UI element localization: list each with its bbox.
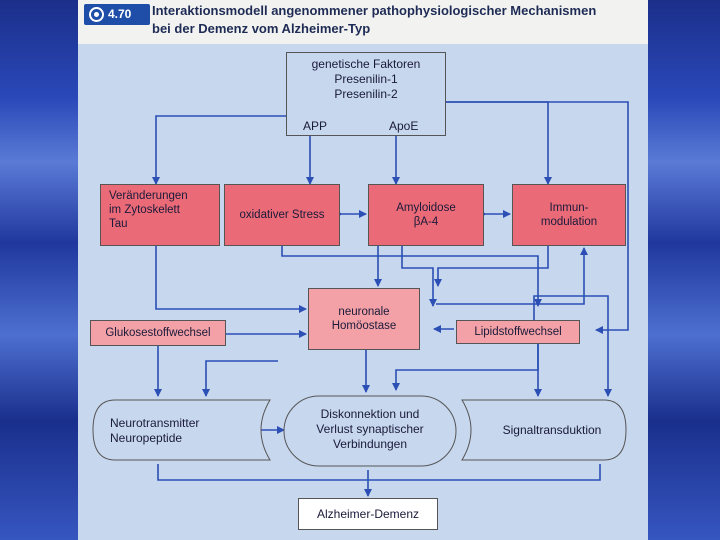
figure-page: 4.70 Interaktionsmodell angenommener pat… (78, 0, 648, 540)
connector-arrows (92, 101, 629, 497)
diskonnektion-line2: Verlust synaptischer (316, 422, 424, 436)
figure-header: 4.70 Interaktionsmodell angenommener pat… (78, 0, 648, 44)
immun-line1: Immun- (549, 202, 589, 214)
zytoskelett-line1: Veränderungen (109, 190, 188, 202)
glukose-box: Glukosestoffwechsel (90, 320, 226, 346)
zytoskelett-line2: im Zytoskelett (109, 204, 180, 216)
demenz-label: Alzheimer-Demenz (316, 507, 420, 521)
glukose-label: Glukosestoffwechsel (105, 327, 211, 339)
arrow-lipid-signal (533, 295, 612, 397)
connector-bottom-bar (157, 464, 601, 481)
arrow-homoeostase-immun (436, 247, 588, 305)
diagram-panel: genetische Faktoren Presenilin-1 Preseni… (78, 44, 648, 540)
lipid-box: Lipidstoffwechsel (456, 320, 580, 344)
neurotransmitter-line1: Neurotransmitter (110, 416, 200, 430)
alzheimer-demenz-box: Alzheimer-Demenz (298, 498, 438, 530)
figure-number: 4.70 (108, 7, 132, 21)
signal-shape (461, 399, 627, 461)
genetic-line1: genetische Faktoren (311, 57, 421, 71)
signal-label: Signaltransduktion (502, 423, 602, 437)
arrow-oxidativ-lipid (281, 246, 542, 307)
genetic-line2: Presenilin-1 (334, 72, 398, 86)
arrow-homoeostase-neurotransmitter (202, 360, 278, 397)
lipid-label: Lipidstoffwechsel (474, 326, 562, 338)
figure-title-line2: bei der Demenz vom Alzheimer-Typ (152, 21, 371, 36)
arrow-immun-homoeostase (434, 246, 549, 287)
oxidativ-box: oxidativer Stress (224, 184, 340, 246)
homoeostase-line1: neuronale (338, 306, 390, 318)
diskonnektion-line1: Diskonnektion und (320, 407, 420, 421)
zytoskelett-box: Veränderungen im Zytoskelett Tau (100, 184, 220, 246)
diskonnektion-shape (283, 395, 457, 467)
homoeostase-box: neuronale Homöostase (308, 288, 420, 350)
neurotransmitter-shape (92, 399, 271, 461)
figure-badge: 4.70 (84, 4, 150, 25)
zytoskelett-line3: Tau (109, 218, 128, 230)
arrow-genetic-zytoskelett (152, 115, 286, 185)
figure-title-line1: Interaktionsmodell angenommener pathophy… (152, 3, 597, 18)
amyloidose-box: Amyloidose βA-4 (368, 184, 484, 246)
neurotransmitter-line2: Neuropeptide (110, 431, 183, 445)
arrow-genetic-immun (446, 101, 552, 185)
oxidativ-label: oxidativer Stress (239, 209, 325, 221)
homoeostase-line2: Homöostase (331, 320, 397, 332)
immunmodulation-box: Immun- modulation (512, 184, 626, 246)
genetic-line3: Presenilin-2 (334, 87, 398, 101)
diskonnektion-line3: Verbindungen (332, 437, 408, 451)
genetic-app: APP (303, 119, 328, 133)
genetic-apoe: ApoE (389, 119, 419, 133)
amyloidose-line1: Amyloidose (396, 202, 456, 214)
amyloidose-line2: βA-4 (413, 216, 439, 228)
arrow-zytoskelett-homoeostase (155, 246, 307, 313)
signal-text: Signaltransduktion (482, 423, 622, 438)
arrow-lipid-diskonnektion (392, 344, 539, 391)
arrow-amyloidose-lipid (401, 246, 437, 307)
immun-line2: modulation (540, 216, 598, 228)
diskonnektion-text: Diskonnektion und Verlust synaptischer V… (284, 407, 456, 452)
genetic-factors-box: genetische Faktoren Presenilin-1 Preseni… (286, 52, 446, 136)
arrow-genetic-lipid (446, 101, 629, 334)
target-icon (89, 7, 104, 22)
neurotransmitter-text: Neurotransmitter Neuropeptide (110, 416, 260, 446)
